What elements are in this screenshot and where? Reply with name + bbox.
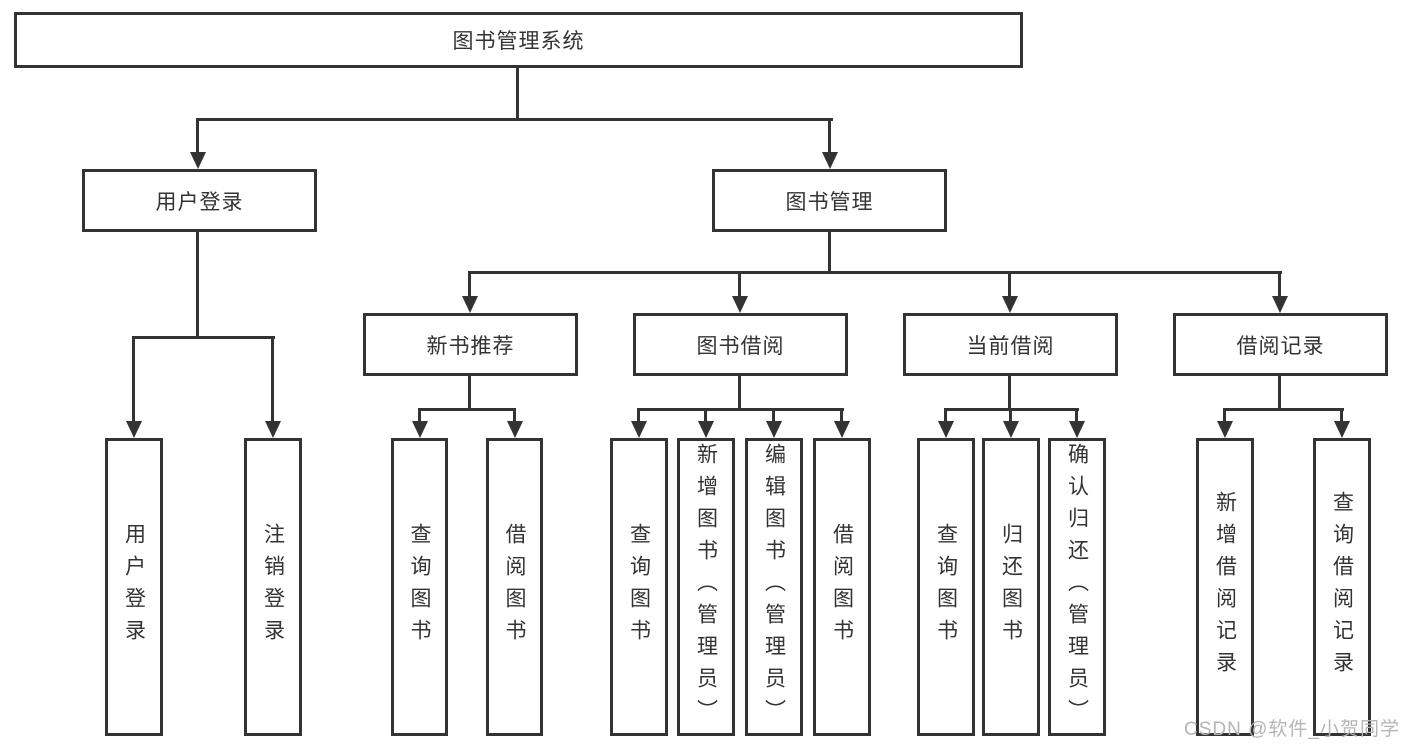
node-root: 图书管理系统 bbox=[14, 12, 1023, 68]
node-label: 借阅图书 bbox=[503, 523, 526, 651]
node-label: 借阅记录 bbox=[1236, 334, 1325, 358]
arrow-down-icon bbox=[834, 421, 850, 438]
connector-hline bbox=[418, 408, 516, 411]
arrow-down-icon bbox=[1003, 421, 1019, 438]
node-label: 图书管理 bbox=[785, 190, 874, 214]
node-label: 确认归还（管理员） bbox=[1065, 443, 1089, 731]
connector-vline bbox=[1223, 408, 1226, 422]
connector-vline bbox=[840, 408, 843, 422]
arrow-down-icon bbox=[938, 421, 954, 438]
node-label: 新增图书（管理员） bbox=[694, 443, 718, 731]
node-query-books-borrow: 查询图书 bbox=[610, 438, 668, 736]
arrow-down-icon bbox=[698, 421, 714, 438]
connector-hline bbox=[132, 336, 275, 339]
arrow-down-icon bbox=[190, 152, 206, 169]
arrow-down-icon bbox=[1002, 296, 1018, 313]
connector-vline bbox=[513, 408, 516, 422]
node-label: 查询图书 bbox=[408, 523, 431, 651]
connector-vline bbox=[196, 118, 199, 154]
node-new-book-recommend: 新书推荐 bbox=[363, 313, 578, 376]
node-confirm-return-admin: 确认归还（管理员） bbox=[1048, 438, 1106, 736]
node-label: 注销登录 bbox=[261, 523, 285, 651]
arrow-down-icon bbox=[462, 296, 478, 313]
node-borrowing-records: 借阅记录 bbox=[1173, 313, 1388, 376]
node-query-books-current: 查询图书 bbox=[917, 438, 975, 736]
node-label: 图书管理系统 bbox=[452, 30, 585, 53]
node-label: 查询图书 bbox=[934, 523, 958, 651]
arrow-down-icon bbox=[1334, 421, 1350, 438]
node-return-books: 归还图书 bbox=[982, 438, 1040, 736]
connector-vline bbox=[271, 336, 274, 422]
connector-vline bbox=[196, 232, 199, 338]
connector-vline bbox=[738, 271, 741, 298]
node-label: 用户登录 bbox=[155, 190, 244, 214]
node-logout-login: 注销登录 bbox=[244, 438, 302, 736]
csdn-watermark: CSDN @软件_小贺同学 bbox=[1184, 719, 1400, 740]
node-label: 编辑图书（管理员） bbox=[762, 443, 786, 731]
arrow-down-icon bbox=[412, 421, 428, 438]
connector-vline bbox=[772, 408, 775, 422]
connector-vline bbox=[738, 376, 741, 410]
node-book-borrowing: 图书借阅 bbox=[633, 313, 848, 376]
connector-vline bbox=[944, 408, 947, 422]
arrow-down-icon bbox=[265, 421, 281, 438]
connector-hline bbox=[196, 118, 833, 121]
connector-vline bbox=[132, 336, 135, 422]
connector-vline bbox=[1075, 408, 1078, 422]
node-add-book-admin: 新增图书（管理员） bbox=[677, 438, 735, 736]
connector-vline bbox=[704, 408, 707, 422]
node-label: 新增借阅记录 bbox=[1213, 491, 1237, 683]
arrow-down-icon bbox=[1069, 421, 1085, 438]
node-add-borrow-record: 新增借阅记录 bbox=[1196, 438, 1254, 736]
connector-vline bbox=[516, 68, 519, 118]
arrow-down-icon bbox=[822, 152, 838, 169]
connector-vline bbox=[1278, 271, 1281, 298]
connector-vline bbox=[1340, 408, 1343, 422]
connector-hline bbox=[1223, 408, 1344, 411]
connector-vline bbox=[1009, 408, 1012, 422]
node-borrow-books-recommend: 借阅图书 bbox=[486, 438, 543, 736]
node-label: 查询图书 bbox=[627, 523, 651, 651]
connector-vline bbox=[1278, 376, 1281, 410]
connector-vline bbox=[637, 408, 640, 422]
arrow-down-icon bbox=[732, 296, 748, 313]
connector-hline bbox=[468, 271, 1282, 274]
connector-vline bbox=[828, 118, 831, 154]
node-current-borrowing: 当前借阅 bbox=[903, 313, 1118, 376]
connector-hline bbox=[637, 408, 844, 411]
connector-vline bbox=[468, 376, 471, 410]
node-label: 用户登录 bbox=[122, 523, 146, 651]
node-label: 归还图书 bbox=[999, 523, 1023, 651]
node-borrow-books: 借阅图书 bbox=[813, 438, 871, 736]
node-edit-book-admin: 编辑图书（管理员） bbox=[745, 438, 803, 736]
node-label: 当前借阅 bbox=[966, 334, 1055, 358]
arrow-down-icon bbox=[1272, 296, 1288, 313]
node-user-login-branch: 用户登录 bbox=[82, 169, 317, 232]
connector-vline bbox=[1008, 271, 1011, 298]
node-user-login: 用户登录 bbox=[105, 438, 163, 736]
node-label: 借阅图书 bbox=[830, 523, 854, 651]
node-book-management-branch: 图书管理 bbox=[712, 169, 947, 232]
arrow-down-icon bbox=[766, 421, 782, 438]
node-label: 查询借阅记录 bbox=[1330, 491, 1354, 683]
arrow-down-icon bbox=[126, 421, 142, 438]
connector-vline bbox=[468, 271, 471, 298]
connector-vline bbox=[1008, 376, 1011, 410]
node-label: 新书推荐 bbox=[426, 334, 515, 358]
node-query-books-recommend: 查询图书 bbox=[391, 438, 448, 736]
node-label: 图书借阅 bbox=[696, 334, 785, 358]
connector-vline bbox=[418, 408, 421, 422]
arrow-down-icon bbox=[1217, 421, 1233, 438]
arrow-down-icon bbox=[507, 421, 523, 438]
node-query-borrow-record: 查询借阅记录 bbox=[1313, 438, 1371, 736]
arrow-down-icon bbox=[631, 421, 647, 438]
connector-vline bbox=[828, 232, 831, 273]
